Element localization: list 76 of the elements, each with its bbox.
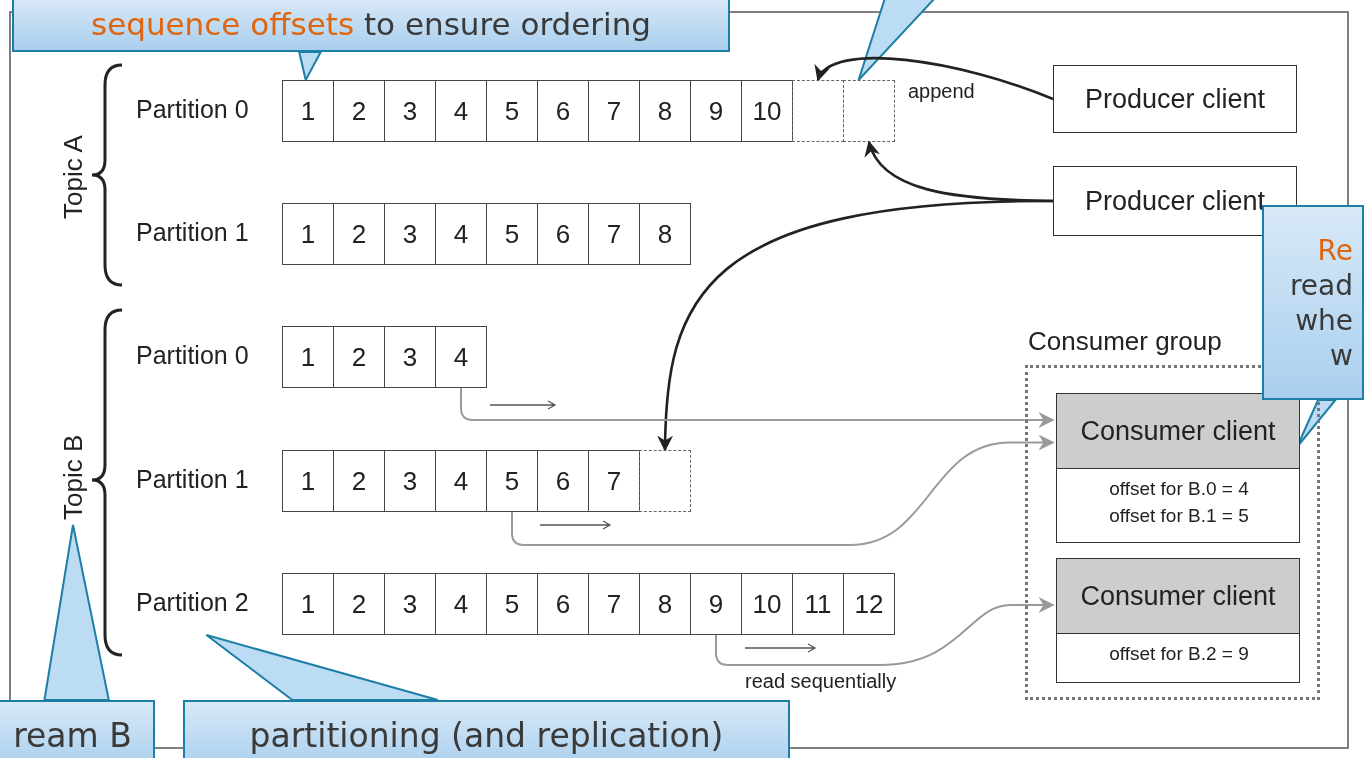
offset-text: offset for B.0 = 4 offset for B.1 = 5 bbox=[1108, 477, 1250, 528]
callout-pointer bbox=[43, 524, 111, 701]
log-entry: 8 bbox=[639, 80, 691, 142]
log-entry: 1 bbox=[282, 573, 334, 635]
producer-box: Producer client bbox=[1053, 65, 1297, 133]
log-entry: 9 bbox=[690, 80, 742, 142]
log-entry: 3 bbox=[384, 203, 436, 265]
log-entry: 7 bbox=[588, 573, 640, 635]
callout-text: sequence offsets to ensure ordering bbox=[91, 6, 651, 42]
consumer-header: Consumer client bbox=[1057, 559, 1299, 634]
log-entry: 10 bbox=[741, 573, 793, 635]
log-entry: 11 bbox=[792, 573, 844, 635]
log-entry: 7 bbox=[588, 80, 640, 142]
log-entry: 4 bbox=[435, 326, 487, 388]
log-entry: 3 bbox=[384, 80, 436, 142]
callout-box bbox=[0, 700, 155, 758]
empty-slot bbox=[792, 80, 844, 142]
log-entry: 3 bbox=[384, 573, 436, 635]
arrow bbox=[460, 387, 1055, 428]
partition-label: Partition 1 bbox=[136, 465, 249, 494]
topic-label: Topic A bbox=[55, 128, 91, 226]
log-entry: 4 bbox=[435, 203, 487, 265]
consumer-box bbox=[1056, 558, 1300, 683]
log-entry: 2 bbox=[333, 450, 385, 512]
log-entry: 1 bbox=[282, 80, 334, 142]
arrow bbox=[816, 57, 1054, 101]
log-entry: 3 bbox=[384, 326, 436, 388]
producer-box: Producer client bbox=[1053, 166, 1297, 236]
callout-box bbox=[12, 0, 730, 52]
empty-slot bbox=[639, 450, 691, 512]
log-entry: 1 bbox=[282, 326, 334, 388]
log-entry: 4 bbox=[435, 573, 487, 635]
callout-pointer bbox=[205, 634, 439, 701]
log-entry: 6 bbox=[537, 80, 589, 142]
log-entry: 2 bbox=[333, 80, 385, 142]
log-entry: 7 bbox=[588, 450, 640, 512]
log-entry: 5 bbox=[486, 203, 538, 265]
callout-text: partitioning (and replication) bbox=[249, 715, 724, 755]
partition-label: Partition 2 bbox=[136, 588, 249, 617]
log-entry: 5 bbox=[486, 450, 538, 512]
log-entry: 2 bbox=[333, 203, 385, 265]
annotation-text: append bbox=[908, 80, 975, 103]
log-entry: 8 bbox=[639, 203, 691, 265]
arrow bbox=[657, 199, 1054, 452]
log-entry: 7 bbox=[588, 203, 640, 265]
log-entry: 6 bbox=[537, 450, 589, 512]
empty-slot bbox=[843, 80, 895, 142]
log-entry: 5 bbox=[486, 80, 538, 142]
partition-label: Partition 0 bbox=[136, 341, 249, 370]
log-entry: 1 bbox=[282, 450, 334, 512]
consumer-box bbox=[1056, 393, 1300, 543]
consumer-header: Consumer client bbox=[1057, 394, 1299, 469]
arrow bbox=[715, 597, 1055, 666]
offset-text: offset for B.2 = 9 bbox=[1108, 642, 1250, 666]
callout-text: ream B bbox=[13, 715, 132, 755]
log-entry: 5 bbox=[486, 573, 538, 635]
log-entry: 2 bbox=[333, 326, 385, 388]
annotation-text: read sequentially bbox=[745, 670, 897, 693]
partition-label: Partition 0 bbox=[136, 95, 249, 124]
log-entry: 12 bbox=[843, 573, 895, 635]
log-entry: 4 bbox=[435, 80, 487, 142]
log-entry: 4 bbox=[435, 450, 487, 512]
log-entry: 8 bbox=[639, 573, 691, 635]
callout-pointer bbox=[297, 51, 323, 83]
topic-label: Topic B bbox=[55, 430, 91, 525]
partition-label: Partition 1 bbox=[136, 218, 249, 247]
log-entry: 6 bbox=[537, 573, 589, 635]
log-entry: 1 bbox=[282, 203, 334, 265]
log-entry: 10 bbox=[741, 80, 793, 142]
log-entry: 2 bbox=[333, 573, 385, 635]
log-entry: 3 bbox=[384, 450, 436, 512]
arrow bbox=[511, 434, 1055, 546]
group-heading: Consumer group bbox=[1028, 326, 1222, 357]
log-entry: 9 bbox=[690, 573, 742, 635]
callout-box bbox=[183, 700, 790, 758]
log-entry: 6 bbox=[537, 203, 589, 265]
